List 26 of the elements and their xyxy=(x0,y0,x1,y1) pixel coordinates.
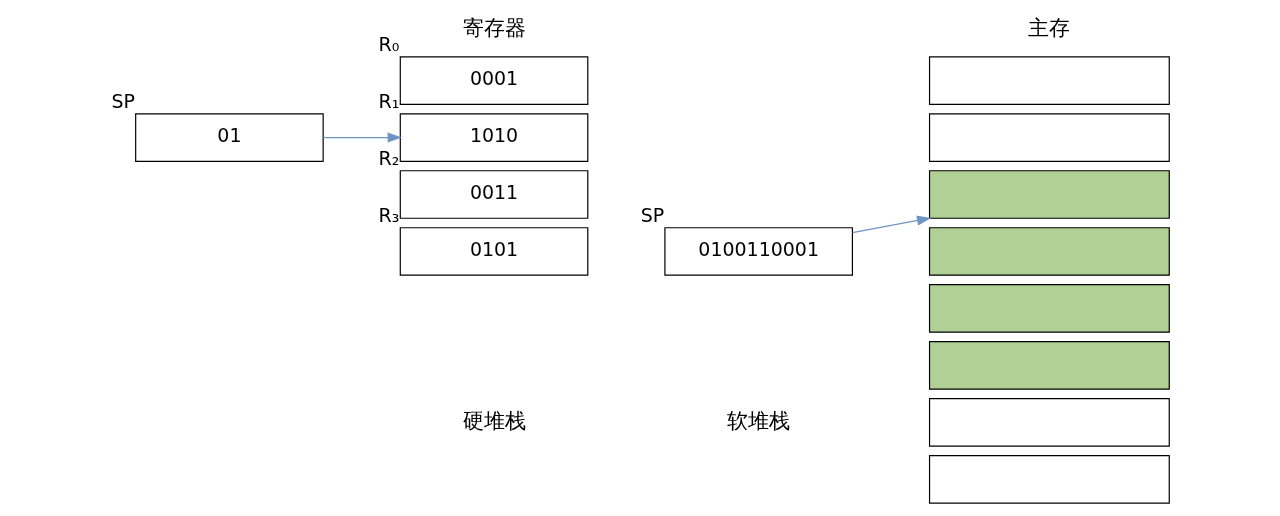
label: 寄存器 xyxy=(462,15,526,41)
node-box xyxy=(928,455,1170,504)
node-box xyxy=(928,113,1170,162)
node-label: R₁ xyxy=(378,89,400,112)
node-box xyxy=(928,56,1170,105)
node-box xyxy=(928,284,1170,333)
arrow xyxy=(322,132,402,143)
label: 主存 xyxy=(1028,15,1071,41)
node-label: SP xyxy=(111,89,135,112)
node-box xyxy=(928,170,1170,219)
label: 软堆栈 xyxy=(727,407,791,433)
node-label: R₂ xyxy=(378,146,400,169)
node-box: 01 xyxy=(135,113,324,162)
node-label: R₃ xyxy=(378,203,400,226)
node-box xyxy=(928,341,1170,390)
node-box: 0011 xyxy=(399,170,589,219)
node-box xyxy=(928,398,1170,447)
node-box xyxy=(928,227,1170,276)
node-label: SP xyxy=(640,203,665,226)
node-box: 1010 xyxy=(399,113,589,162)
node-box: 0001 xyxy=(399,56,589,105)
arrow xyxy=(851,215,932,234)
label: 硬堆栈 xyxy=(462,407,526,433)
node-label: R₀ xyxy=(378,32,400,55)
node-box: 0100110001 xyxy=(664,227,853,276)
node-box: 0101 xyxy=(399,227,589,276)
